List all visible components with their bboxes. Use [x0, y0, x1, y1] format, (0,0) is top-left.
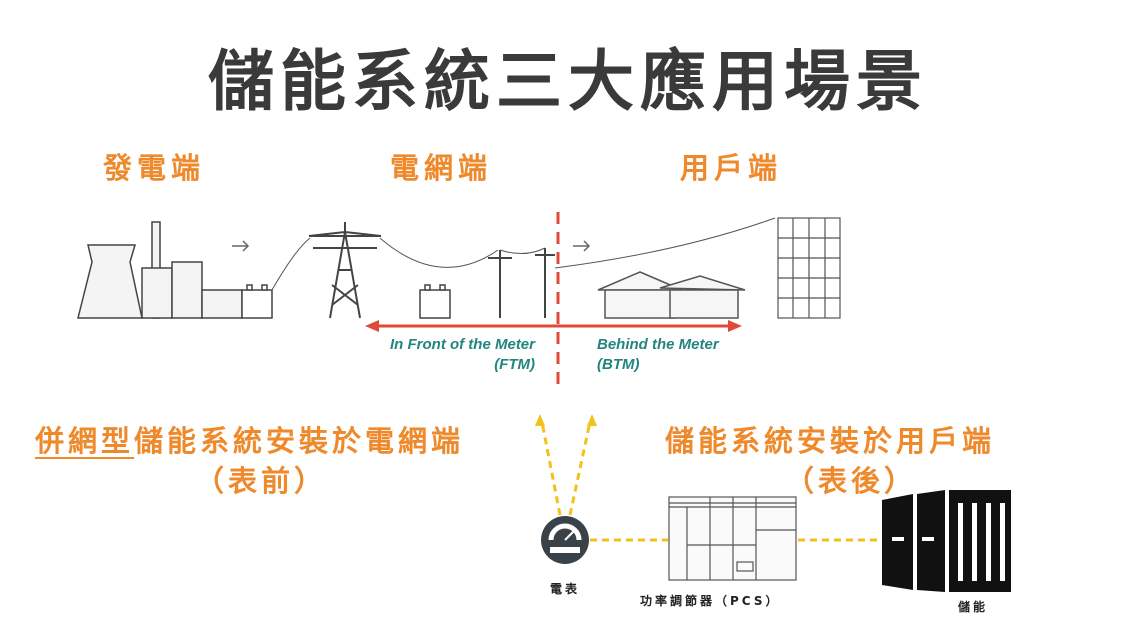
yellow-connection-lines	[540, 421, 880, 542]
left-caption-sub: （表前）	[195, 464, 328, 498]
arrow-icon	[232, 240, 591, 252]
meter-boundary-arrow	[365, 212, 742, 392]
right-caption: 儲能系統安裝於用戶端	[665, 424, 996, 458]
pcs-cabinet-icon	[668, 496, 797, 581]
signal-arrows	[535, 414, 597, 426]
section-generation: 發電端	[103, 151, 206, 185]
building-icon	[777, 217, 841, 319]
power-plant-icon	[77, 221, 243, 319]
right-caption-sub: （表後）	[785, 464, 918, 498]
battery-icon-1	[241, 284, 273, 319]
battery-icon-2	[419, 284, 451, 319]
meter-label: 電表	[550, 582, 581, 596]
section-grid: 電網端	[390, 151, 493, 185]
utility-pole-icon	[488, 248, 555, 318]
left-caption: 併網型儲能系統安裝於電網端	[35, 418, 464, 460]
meter-icon	[541, 516, 589, 564]
storage-container-icon	[882, 490, 1011, 592]
transmission-tower-icon	[308, 222, 382, 319]
ftm-label: In Front of the Meter	[390, 336, 535, 353]
section-user: 用戶端	[680, 151, 783, 185]
grid-tied-label: 併網型	[35, 424, 135, 458]
page-title: 儲能系統三大應用場景	[208, 43, 928, 120]
ftm-abbr: (FTM)	[494, 356, 535, 373]
storage-label: 儲能	[958, 600, 989, 614]
left-caption-text: 儲能系統安裝於電網端	[134, 424, 465, 458]
power-lines	[271, 217, 776, 291]
btm-abbr: (BTM)	[597, 356, 640, 373]
pcs-label: 功率調節器（PCS）	[640, 594, 781, 608]
btm-label: Behind the Meter	[597, 336, 719, 353]
house-icon	[597, 271, 746, 319]
